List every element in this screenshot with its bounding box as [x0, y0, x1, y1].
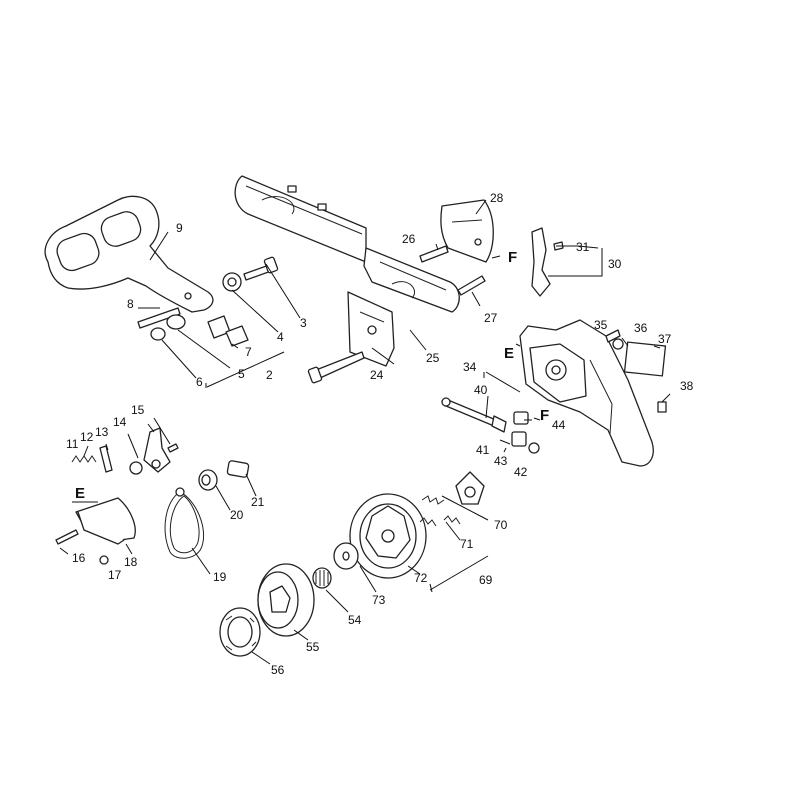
- label-9: 9: [176, 221, 183, 235]
- label-35: 35: [594, 318, 608, 332]
- marker-f-sprocket-cover: F: [508, 249, 517, 266]
- label-44: 44: [552, 418, 566, 432]
- label-17: 17: [108, 568, 122, 582]
- label-43: 43: [494, 454, 508, 468]
- label-72: 72: [414, 571, 428, 585]
- label-73: 73: [372, 593, 386, 607]
- label-20: 20: [230, 508, 244, 522]
- label-34: 34: [463, 360, 477, 374]
- small-parts-group: [137, 256, 279, 347]
- marker-f-clutch-cover: F: [540, 407, 549, 424]
- label-11: 11: [66, 437, 79, 451]
- side-plate: [347, 291, 395, 367]
- chain-brake-parts: [71, 427, 179, 475]
- label-69: 69: [479, 573, 493, 587]
- marker-e-brake-bracket: E: [75, 485, 85, 502]
- hand-guard: [44, 195, 214, 313]
- bar-plate: [363, 247, 460, 313]
- label-14: 14: [113, 415, 127, 429]
- label-2: 2: [266, 368, 273, 382]
- label-7: 7: [245, 345, 252, 359]
- leader-lines: [59, 199, 671, 665]
- label-54: 54: [348, 613, 362, 627]
- bar-stud: [307, 351, 365, 384]
- label-21: 21: [251, 495, 265, 509]
- label-40: 40: [474, 383, 488, 397]
- label-55: 55: [306, 640, 320, 654]
- label-42: 42: [514, 465, 528, 479]
- label-16: 16: [72, 551, 86, 565]
- label-30: 30: [608, 257, 622, 271]
- marker-e-clutch-cover: E: [504, 345, 514, 362]
- label-12: 12: [80, 430, 94, 444]
- label-24: 24: [370, 368, 384, 382]
- sprocket-cover: [419, 199, 494, 296]
- chain-catcher: [531, 227, 564, 297]
- label-56: 56: [271, 663, 285, 677]
- label-36: 36: [634, 321, 648, 335]
- label-19: 19: [213, 570, 227, 584]
- rim-sprocket: [219, 607, 261, 657]
- label-41: 41: [476, 443, 490, 457]
- label-27: 27: [484, 311, 498, 325]
- label-26: 26: [402, 232, 416, 246]
- label-15: 15: [131, 403, 145, 417]
- chain-tensioner: [441, 397, 540, 454]
- label-13: 13: [95, 425, 109, 439]
- label-6: 6: [196, 375, 203, 389]
- label-8: 8: [127, 297, 134, 311]
- clutch-assembly: [333, 471, 485, 579]
- guide-bar: [234, 175, 367, 263]
- label-4: 4: [277, 330, 284, 344]
- label-31: 31: [576, 240, 590, 254]
- label-70: 70: [494, 518, 508, 532]
- label-18: 18: [124, 555, 138, 569]
- label-71: 71: [460, 537, 474, 551]
- label-38: 38: [680, 379, 694, 393]
- label-5: 5: [238, 367, 245, 381]
- brake-band: [164, 487, 204, 559]
- clutch-cover: [519, 319, 667, 467]
- reference-letters: E E F F: [75, 249, 549, 502]
- part-number-labels: 2 3 4 5 6 7 8 9 11 12 13 14 15 16 17 18 …: [66, 191, 694, 677]
- label-3: 3: [300, 316, 307, 330]
- label-37: 37: [658, 332, 672, 346]
- clutch-drum: [257, 563, 332, 637]
- brake-bracket: [55, 497, 136, 565]
- label-28: 28: [490, 191, 504, 205]
- bush-and-block: [198, 460, 250, 491]
- label-25: 25: [426, 351, 440, 365]
